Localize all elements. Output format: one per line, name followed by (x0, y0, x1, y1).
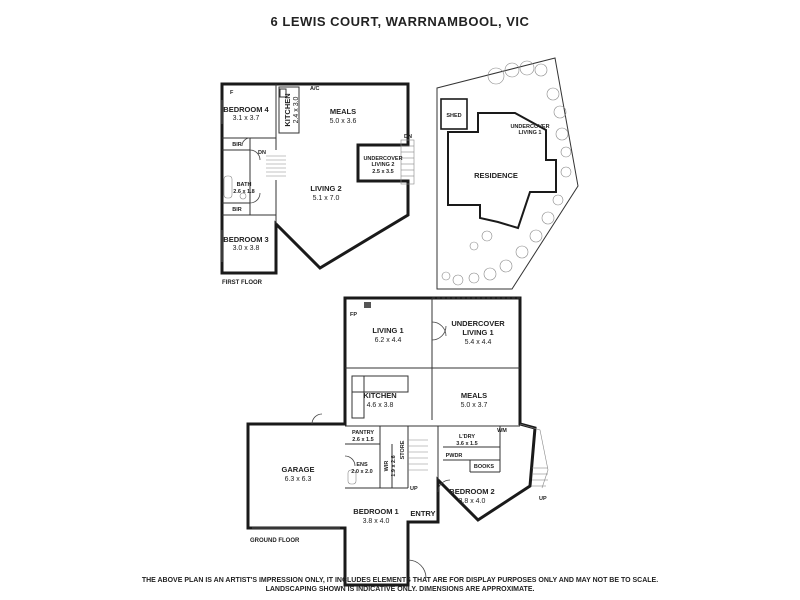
gf-bedroom2-name: BEDROOM 2 (449, 487, 494, 496)
ff-meals-name: MEALS (330, 107, 356, 116)
ff-meals-dim: 5.0 x 3.6 (330, 118, 357, 125)
ff-mark-f: F (230, 90, 234, 96)
gf-mark-up2: UP (539, 496, 547, 502)
disclaimer-line1: THE ABOVE PLAN IS AN ARTIST'S IMPRESSION… (141, 577, 659, 584)
gf-meals-dim: 5.0 x 3.7 (461, 402, 488, 409)
disclaimer-line2: LANDSCAPING SHOWN IS INDICATIVE ONLY. DI… (265, 586, 535, 593)
gf-bedroom2-dim: 3.8 x 4.0 (459, 498, 486, 505)
gf-books-label: BOOKS (474, 464, 495, 470)
site-plan: SHED RESIDENCE UNDERCOVER LIVING 1 (436, 57, 579, 290)
gf-wir-dim: 1.9 x 2.6 (391, 455, 397, 476)
ff-mark-dn1: DN (258, 150, 266, 156)
ff-living2-name: LIVING 2 (310, 184, 341, 193)
ground-floor-plan: LIVING 1 6.2 x 4.4 UNDERCOVER LIVING 1 5… (246, 296, 549, 587)
gf-undercover1-dim: 5.4 x 4.4 (465, 339, 492, 346)
ff-undercover2-line1: UNDERCOVER (363, 156, 402, 162)
site-residence-label: RESIDENCE (474, 171, 518, 180)
gf-undercover1-line2: LIVING 1 (462, 328, 493, 337)
gf-living1-name: LIVING 1 (372, 326, 403, 335)
ff-bedroom3-name: BEDROOM 3 (223, 235, 268, 244)
ff-bir-bottom: BIR (232, 207, 242, 213)
gf-kitchen-name: KITCHEN (363, 391, 396, 400)
ff-kitchen-name: KITCHEN (283, 93, 292, 126)
tree-icon (441, 60, 572, 286)
ground-floor-label: GROUND FLOOR (250, 538, 300, 544)
disclaimer: THE ABOVE PLAN IS AN ARTIST'S IMPRESSION… (0, 576, 800, 594)
ff-kitchen-dim: 2.4 x 3.0 (293, 96, 300, 123)
gf-garage-name: GARAGE (282, 465, 315, 474)
site-shed-label: SHED (446, 113, 461, 119)
gf-living1-dim: 6.2 x 4.4 (375, 337, 402, 344)
gf-bedroom1-dim: 3.8 x 4.0 (363, 518, 390, 525)
gf-bedroom1-name: BEDROOM 1 (353, 507, 398, 516)
gf-pwdr-name: PWDR (446, 453, 463, 459)
ff-mark-dn2: DN (404, 134, 412, 140)
gf-ens-dim: 2.0 x 2.0 (351, 469, 372, 475)
gf-undercover1-line1: UNDERCOVER (451, 319, 505, 328)
ff-bedroom4-name: BEDROOM 4 (223, 105, 269, 114)
gf-wm-label: WM (497, 428, 507, 434)
gf-ldry-dim: 3.6 x 1.5 (456, 441, 477, 447)
gf-meals-name: MEALS (461, 391, 487, 400)
gf-entry-name: ENTRY (410, 509, 435, 518)
ff-bedroom3-dim: 3.0 x 3.8 (233, 245, 260, 252)
ff-bath-dim: 2.6 x 1.8 (233, 189, 254, 195)
gf-pantry-dim: 2.6 x 1.5 (352, 437, 373, 443)
gf-mark-up1: UP (410, 486, 418, 492)
gf-store-name: STORE (400, 440, 406, 459)
ff-undercover2-dim: 2.5 x 3.5 (372, 169, 393, 175)
gf-kitchen-dim: 4.6 x 3.8 (367, 402, 394, 409)
first-floor-plan: BEDROOM 4 3.1 x 3.7 KITCHEN 2.4 x 3.0 ME… (220, 82, 415, 286)
gf-mark-fp: FP (350, 312, 357, 318)
first-floor-label: FIRST FLOOR (222, 280, 263, 286)
ff-bir-top: BIR (232, 142, 242, 148)
gf-ens-name: ENS (356, 462, 368, 468)
page-title: 6 LEWIS COURT, WARRNAMBOOL, VIC (270, 14, 530, 29)
gf-garage-dim: 6.3 x 6.3 (285, 476, 312, 483)
ff-mark-ac: A/C (310, 86, 320, 92)
gf-pantry-name: PANTRY (352, 430, 374, 436)
ff-bath-name: BATH (237, 182, 252, 188)
ff-living2-dim: 5.1 x 7.0 (313, 195, 340, 202)
site-undercover-line1: UNDERCOVER (510, 124, 549, 130)
site-undercover-line2: LIVING 1 (519, 130, 542, 136)
gf-wir-name: WIR (384, 461, 390, 472)
ff-bedroom4-dim: 3.1 x 3.7 (233, 115, 260, 122)
ff-undercover2-line2: LIVING 2 (372, 162, 395, 168)
gf-ldry-name: L'DRY (459, 434, 475, 440)
